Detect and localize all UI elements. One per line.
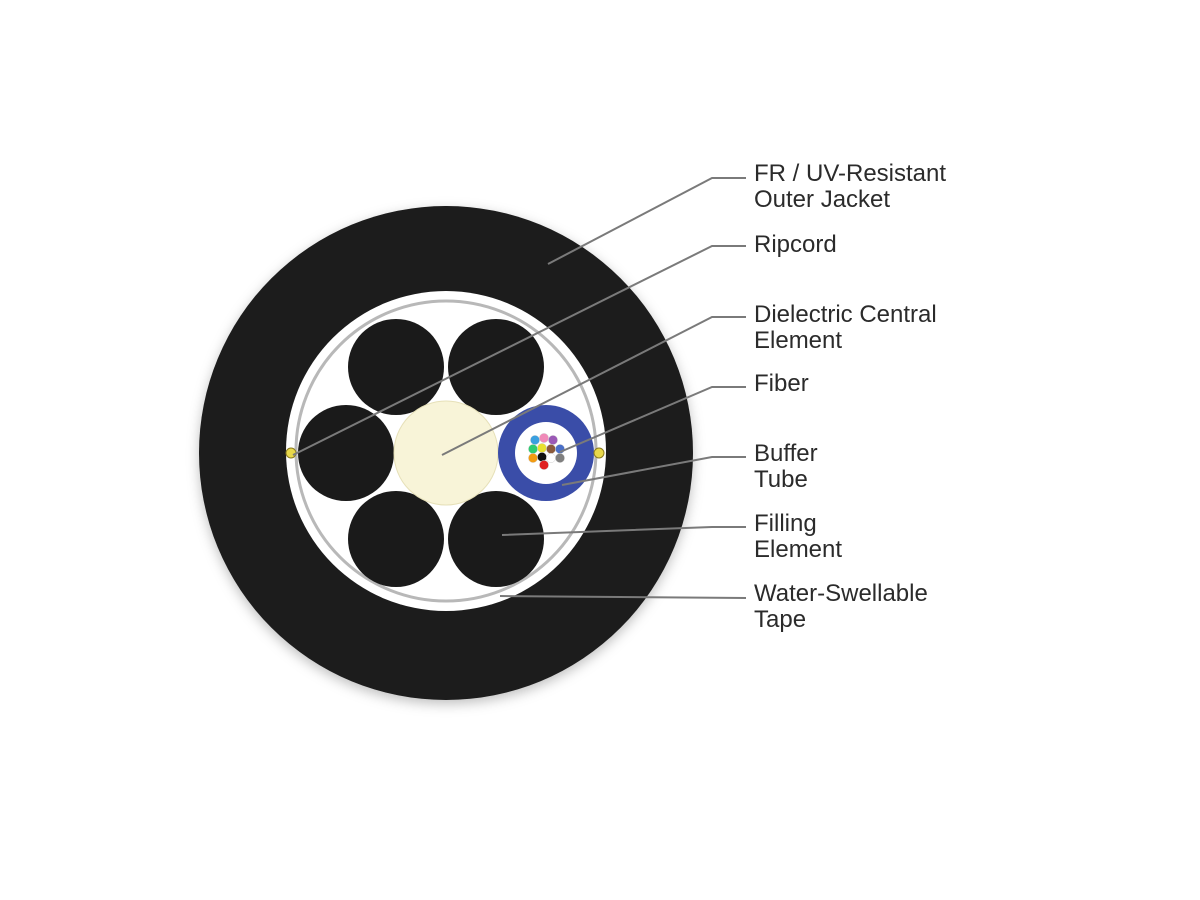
filling-element — [298, 405, 394, 501]
leader-line-ripcord — [292, 245, 746, 456]
fiber — [539, 460, 549, 470]
leader-line-central-element — [441, 316, 746, 456]
buffer-tube-inner — [515, 422, 577, 484]
label-fiber: Fiber — [754, 370, 809, 397]
labels: FR / UV-Resistant Outer Jacket Ripcord D… — [754, 160, 953, 633]
label-ripcord: Ripcord — [754, 231, 837, 258]
label-water-swellable-tape: Water-Swellable Tape — [754, 580, 935, 633]
filling-element — [348, 491, 444, 587]
label-filling-element: Filling Element — [754, 510, 842, 563]
fiber — [546, 444, 556, 454]
label-central-element: Dielectric Central Element — [754, 301, 943, 354]
leader-line-fiber — [559, 386, 746, 453]
fiber — [539, 433, 549, 443]
fiber — [548, 435, 558, 445]
filling-element — [348, 319, 444, 415]
leader-line-water-swellable-tape — [499, 595, 747, 599]
filling-element — [448, 319, 544, 415]
leader-line-filling-element — [501, 526, 746, 536]
label-outer-jacket: FR / UV-Resistant Outer Jacket — [754, 160, 953, 213]
fiber — [530, 435, 540, 445]
leader-lines — [292, 177, 747, 599]
fiber — [537, 443, 547, 453]
ripcord — [285, 447, 297, 459]
fiber — [555, 444, 565, 454]
ripcord — [593, 447, 605, 459]
leader-line-buffer-tube — [561, 456, 746, 486]
label-buffer-tube: Buffer Tube — [754, 440, 824, 493]
filling-element — [448, 491, 544, 587]
fiber — [528, 444, 538, 454]
fiber — [528, 453, 538, 463]
leader-line-outer-jacket — [547, 177, 746, 265]
fiber — [537, 452, 547, 462]
fiber — [546, 453, 556, 463]
fiber — [555, 453, 565, 463]
